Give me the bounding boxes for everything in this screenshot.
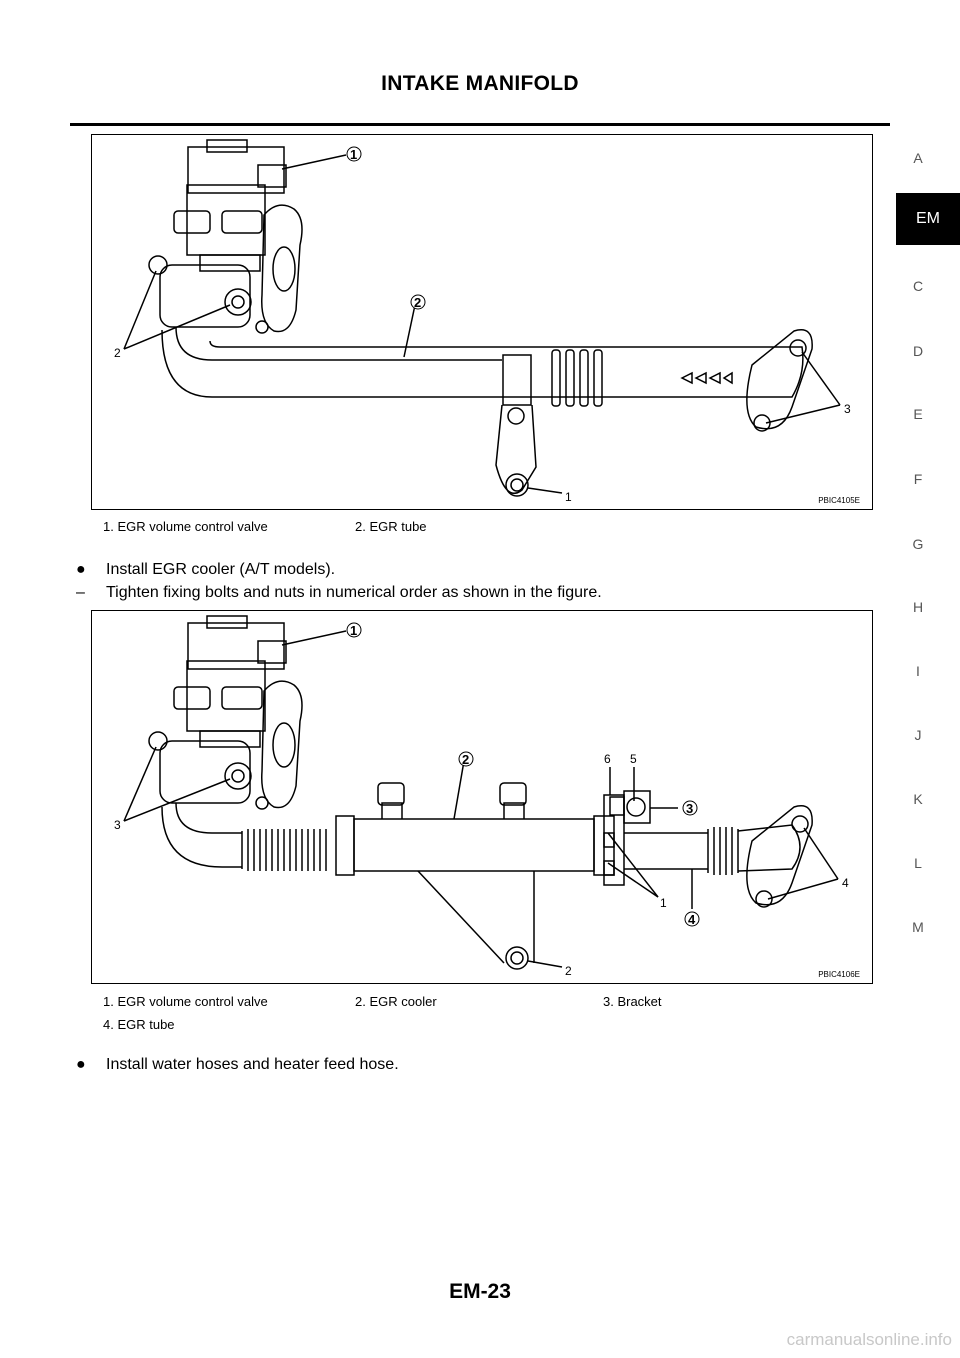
figure-egr-cooler: 1 2 3 4 3 6 5 1 4 2 PBIC4106E	[91, 610, 873, 984]
callout-3: 3	[686, 801, 693, 816]
callout-1: 1	[350, 623, 357, 638]
label-5: 5	[630, 752, 637, 766]
outlet-bolt-2	[753, 414, 771, 432]
bellows	[241, 829, 327, 871]
tab-i[interactable]: I	[916, 663, 920, 679]
tab-d[interactable]: D	[912, 343, 924, 359]
legend-item: 2. EGR cooler	[355, 994, 437, 1009]
legend-item: 2. EGR tube	[355, 519, 427, 534]
egr-tube	[161, 329, 804, 398]
dash-icon: –	[76, 584, 85, 601]
valve-bolt-1	[148, 255, 168, 275]
tab-k[interactable]: K	[913, 791, 923, 807]
callout-circle-2	[410, 294, 426, 310]
bullet-icon: ●	[76, 1056, 86, 1073]
legend-item: 1. EGR volume control valve	[103, 519, 268, 534]
tab-c[interactable]: C	[912, 278, 924, 294]
bracket-bolt	[505, 473, 529, 497]
label-4: 4	[842, 876, 849, 890]
section-tabs: A EM C D E F G H I J K L M	[890, 0, 960, 1358]
legend-item: 4. EGR tube	[103, 1017, 175, 1032]
water-port-1	[377, 782, 405, 806]
watermark: carmanualsonline.info	[786, 1330, 952, 1349]
callout-1: 1	[350, 147, 357, 162]
label-3: 3	[114, 818, 121, 832]
label-1: 1	[565, 490, 572, 504]
figure-egr-tube: 1 2 2 3 1 PBIC4105E	[91, 134, 873, 510]
outlet-flange	[746, 329, 813, 430]
header-rule	[70, 123, 890, 126]
callout-2: 2	[414, 295, 421, 310]
page-title: INTAKE MANIFOLD	[381, 72, 579, 95]
tab-a[interactable]: A	[913, 150, 923, 166]
valve-bolt-2	[224, 288, 252, 316]
label-2: 2	[114, 346, 121, 360]
egr-cooler-illustration: 1 2 3 4 3 6 5 1 4 2	[114, 615, 849, 978]
outlet-bolt-1	[789, 339, 807, 357]
bracket	[623, 790, 651, 824]
figure1-legend: 1. EGR volume control valve 2. EGR tube	[91, 519, 871, 539]
egr-cooler-body	[353, 818, 595, 872]
tab-g[interactable]: G	[912, 536, 924, 552]
figure-code: PBIC4105E	[818, 496, 860, 505]
valve-actuator	[187, 146, 285, 194]
page-number: EM-23	[449, 1280, 511, 1303]
gasket-flange	[261, 204, 303, 333]
tab-f[interactable]: F	[913, 471, 923, 487]
tab-h[interactable]: H	[912, 599, 924, 615]
tab-e[interactable]: E	[913, 406, 923, 422]
figure2-legend: 1. EGR volume control valve 2. EGR coole…	[91, 994, 871, 1038]
callout-2: 2	[462, 752, 469, 767]
label-3: 3	[844, 402, 851, 416]
water-port-2	[499, 782, 527, 806]
figure-code: PBIC4106E	[818, 970, 860, 979]
bullet-icon: ●	[76, 561, 86, 578]
tab-l[interactable]: L	[914, 855, 922, 871]
label-6: 6	[604, 752, 611, 766]
callout-circle-1	[346, 146, 362, 162]
callout-4: 4	[688, 912, 696, 927]
tab-em[interactable]: EM	[896, 193, 960, 245]
label-1: 1	[660, 896, 667, 910]
legend-item: 3. Bracket	[603, 994, 662, 1009]
egr-tube-illustration: 1 2 2 3 1	[114, 139, 851, 504]
tube-clamp	[502, 354, 532, 406]
label-2: 2	[565, 964, 572, 978]
tab-j[interactable]: J	[914, 727, 922, 743]
legend-item: 1. EGR volume control valve	[103, 994, 268, 1009]
tab-m[interactable]: M	[912, 919, 924, 935]
tube-bracket	[495, 404, 537, 495]
